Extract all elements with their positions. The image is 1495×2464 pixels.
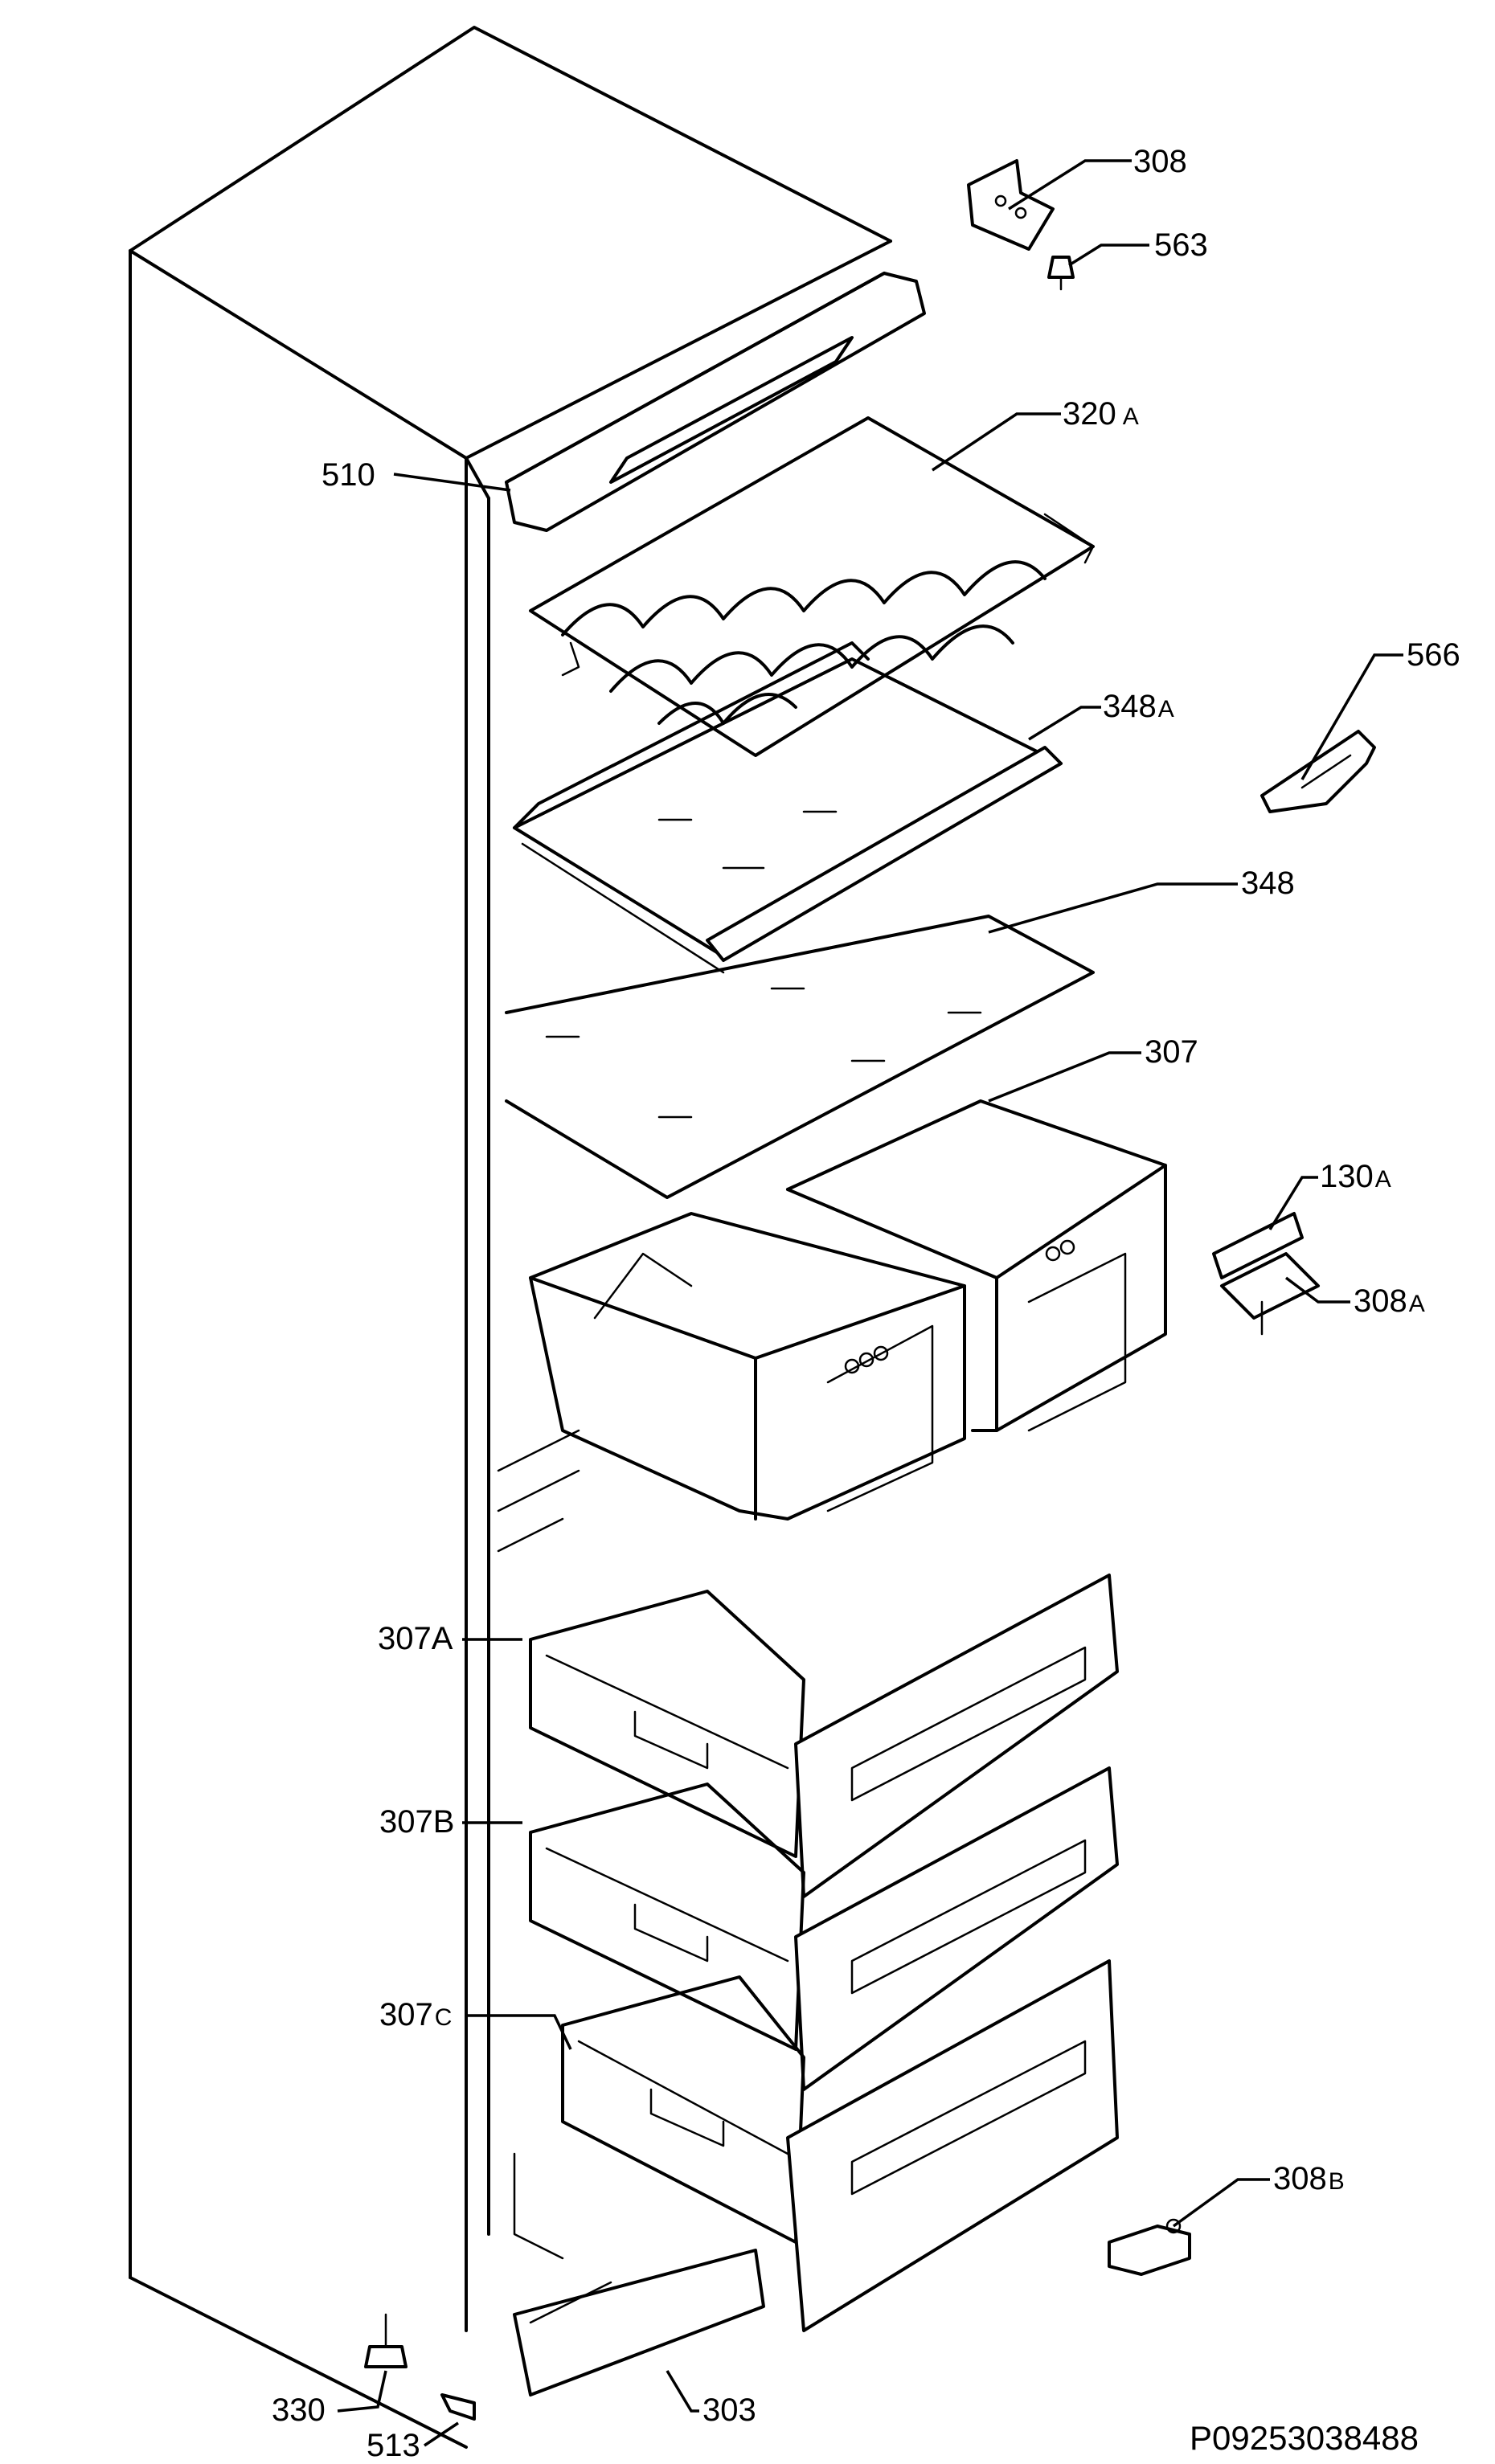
- part-307C-drawer: [561, 1959, 1119, 2332]
- part-307A-drawer: [529, 1574, 1119, 1898]
- part-308-top-hinge: [967, 159, 1055, 251]
- part-348-glass-plate: [505, 915, 1095, 1199]
- part-566-bracket: [1260, 730, 1376, 813]
- part-303-kick-plate: [513, 2249, 765, 2396]
- part-307-crisper-drawers: [529, 1099, 1167, 1521]
- part-510-control-panel: [505, 272, 926, 532]
- label-510: 510: [322, 457, 375, 493]
- label-303: 303: [702, 2392, 756, 2428]
- part-307B-drawer: [529, 1766, 1119, 2091]
- label-130A: 130A: [1320, 1159, 1391, 1194]
- refrigerator-cabinet: [129, 26, 892, 2449]
- leader-lines: [337, 159, 1403, 2447]
- part-563-screw: [1047, 256, 1075, 291]
- label-308B: 308B: [1273, 2161, 1345, 2196]
- diagram-code: P09253038488: [1190, 2419, 1419, 2457]
- part-130A-middle-hinge: [1212, 1212, 1320, 1336]
- label-307: 307: [1145, 1034, 1198, 1070]
- part-308B-bottom-hinge: [1108, 2218, 1191, 2276]
- label-307B: 307B: [379, 1804, 454, 1840]
- part-330-adjustable-foot: [364, 2313, 408, 2368]
- label-308: 308: [1133, 144, 1187, 179]
- part-513-clip: [440, 2393, 476, 2421]
- label-330: 330: [272, 2392, 326, 2428]
- label-307C: 307C: [379, 1997, 452, 2032]
- part-348A-glass-shelf: [513, 641, 1063, 974]
- label-566: 566: [1407, 637, 1460, 673]
- label-348A: 348A: [1103, 689, 1174, 724]
- part-320A-wine-rack: [529, 416, 1095, 757]
- label-308A: 308A: [1354, 1283, 1425, 1319]
- label-513: 513: [367, 2428, 420, 2463]
- label-307A: 307A: [378, 1621, 453, 1656]
- label-348: 348: [1241, 866, 1295, 901]
- label-563: 563: [1154, 227, 1208, 263]
